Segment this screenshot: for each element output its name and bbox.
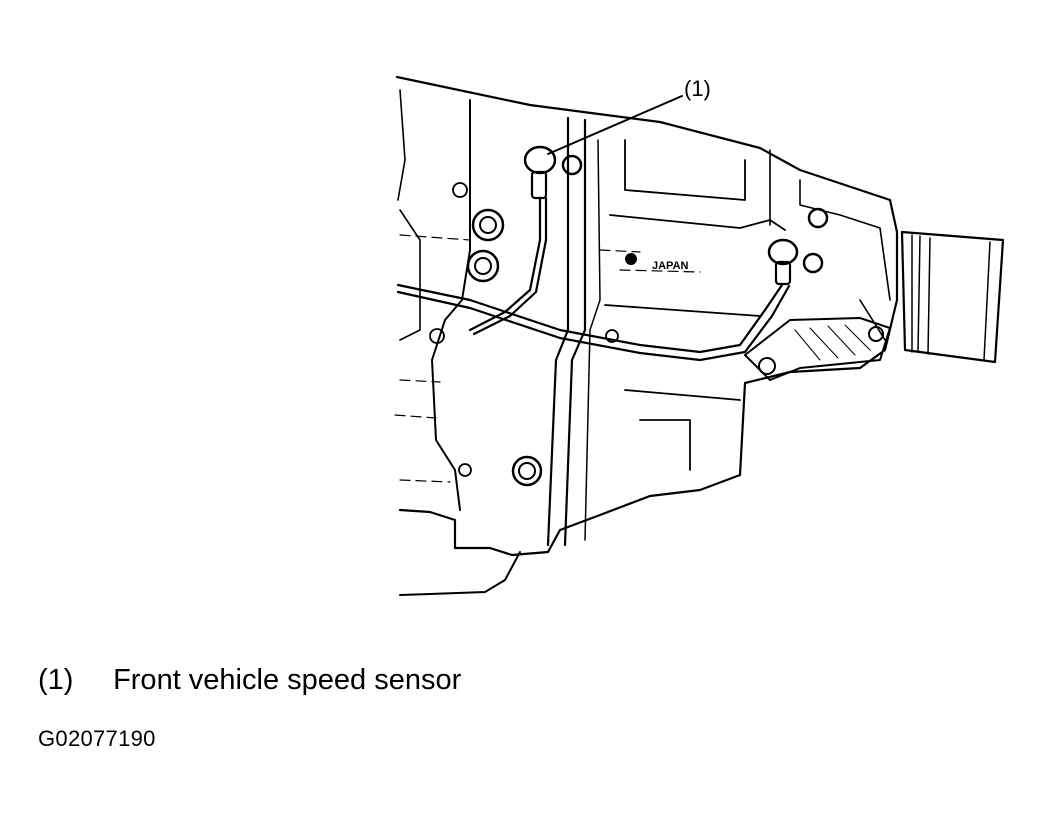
legend-text: Front vehicle speed sensor	[113, 664, 462, 696]
legend-number: (1)	[38, 664, 74, 696]
callout-label: (1)	[684, 76, 711, 101]
transmission-diagram: JAPAN (1)	[394, 75, 1005, 596]
main-harness	[396, 283, 784, 354]
hidden-lines	[394, 234, 701, 483]
bolt-5	[807, 207, 829, 229]
right-connector-body	[774, 260, 792, 286]
boss-4	[458, 463, 472, 477]
housing-rib-left-2	[397, 89, 421, 341]
center-channel	[546, 116, 587, 547]
boss-1	[452, 182, 468, 198]
stamp-dot	[625, 253, 637, 265]
bolt-1	[471, 208, 505, 242]
right-panel	[604, 139, 786, 471]
bottom-wire	[399, 551, 521, 596]
housing-outline	[395, 75, 899, 557]
sensor-harness	[468, 196, 542, 332]
figure-id: G02077190	[38, 726, 156, 751]
bracket-bolt-1	[758, 357, 776, 375]
boss-3	[605, 329, 619, 343]
bolt-3-inner	[518, 462, 536, 480]
legend: (1) Front vehicle speed sensor	[38, 664, 461, 697]
bracket	[744, 317, 891, 381]
bolt-1-inner	[479, 216, 497, 234]
callout-leader	[547, 95, 683, 155]
bolt-4	[561, 154, 583, 176]
housing-rib-left	[431, 99, 471, 511]
legend-item: (1) Front vehicle speed sensor	[38, 664, 461, 697]
right-connector-head	[767, 238, 799, 266]
bolt-2	[466, 249, 500, 283]
bolt-6	[802, 252, 824, 274]
bracket-hatching	[794, 324, 871, 361]
housing-stamp: JAPAN	[652, 260, 689, 272]
bolt-3	[511, 455, 543, 487]
output-flange-rings	[911, 234, 991, 361]
main-harness-2	[396, 284, 791, 362]
sensor-harness-2	[472, 196, 548, 336]
boss-2	[429, 328, 445, 344]
speed-sensor-body	[530, 170, 548, 200]
bolt-2-inner	[474, 257, 492, 275]
output-flange	[900, 230, 1005, 364]
right-panel-2	[769, 149, 891, 341]
speed-sensor-head	[523, 145, 557, 175]
center-channel-inner	[584, 139, 601, 541]
bracket-bolt-2	[868, 326, 884, 342]
